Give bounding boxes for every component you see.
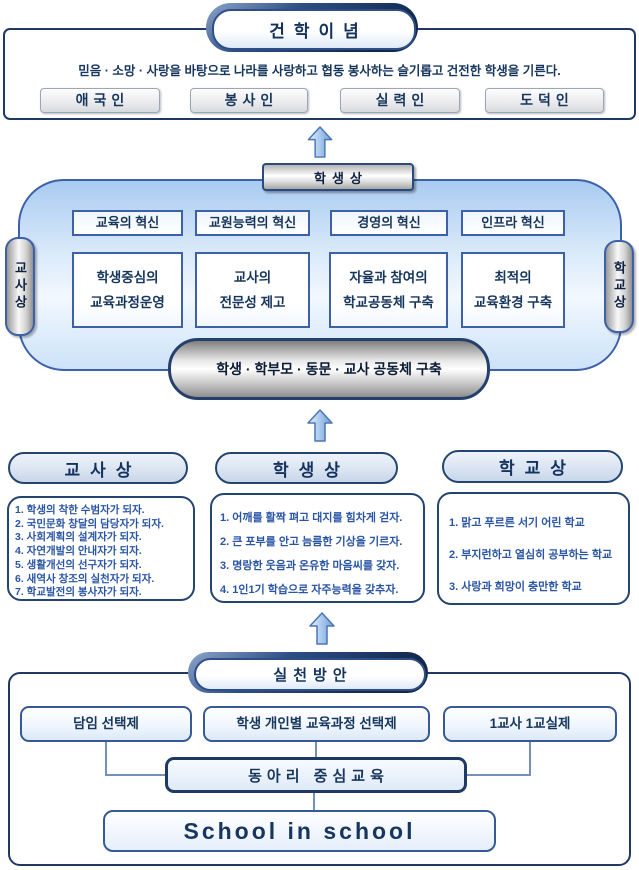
list-item: 3. 사회계획의 설계자가 되자. [15, 531, 142, 544]
club-centered-education-box: 동아리 중심교육 [165, 757, 467, 793]
connector-line [529, 742, 531, 776]
innovation-body-infra-line2: 교육환경 구축 [473, 295, 553, 310]
action-plan-title: 실천방안 [273, 667, 353, 684]
list-item: 6. 새역사 창조의 실천자가 되자. [15, 572, 155, 585]
founding-motto: 믿음 · 소망 · 사랑을 바탕으로 나라를 사랑하고 협동 봉사하는 슬기롭고… [78, 64, 561, 78]
panel-right-label-school-ideal: 학교상 [604, 240, 634, 333]
innovation-body-infra-line1: 최적의 [494, 270, 532, 285]
innovation-body-management: 자율과 참여의 학교공동체 구축 [329, 252, 448, 328]
innovation-body-infra: 최적의 교육환경 구축 [461, 252, 565, 328]
innovation-header-infra: 인프라 혁신 [461, 210, 565, 236]
up-arrow-icon [305, 612, 339, 646]
connector-line [105, 774, 167, 776]
list-item: 5. 생활개선의 선구자가 되자. [15, 558, 142, 571]
list-item: 3. 명랑한 웃음과 온유한 마음씨를 갖자. [220, 560, 400, 572]
up-arrow-icon [303, 126, 337, 159]
list-item: 4. 1인1기 학습으로 자주능력을 갖추자. [220, 584, 399, 596]
list-item: 1. 학생의 착한 수범자가 되자. [15, 504, 145, 516]
student-ideal-list: 1. 어깨를 활짝 펴고 대지를 힘차게 걷자. 2. 큰 포부를 안고 늠름한… [210, 493, 425, 603]
person-box-competent: 실력인 [340, 88, 460, 113]
connector-line [315, 742, 317, 758]
list-item: 1. 어깨를 활짝 펴고 대지를 힘차게 걷자. [220, 512, 403, 524]
list-item: 2. 큰 포부를 안고 늠름한 기상을 기르자. [220, 536, 403, 548]
person-box-volunteer: 봉사인 [190, 88, 308, 113]
innovation-body-education: 학생중심의 교육과정운영 [72, 252, 183, 328]
list-item: 7. 학교발전의 봉사자가 되자. [15, 586, 142, 599]
list-item: 4. 자연개발의 안내자가 되자. [15, 545, 142, 558]
teacher-ideal-list: 1. 학생의 착한 수범자가 되자. 2. 국민문화 창달의 담당자가 되자. … [7, 496, 195, 601]
innovation-body-education-line1: 학생중심의 [96, 270, 159, 285]
innovation-header-teacher-ability: 교원능력의 혁신 [195, 210, 310, 236]
innovation-header-education: 교육의 혁신 [72, 210, 183, 236]
person-box-moral: 도덕인 [485, 88, 604, 113]
founding-principle-capsule: 건학이념 [206, 3, 418, 52]
option-individual-curriculum: 학생 개인별 교육과정 선택제 [203, 706, 430, 742]
student-ideal-title: 학생상 [215, 452, 398, 484]
list-item: 2. 국민문화 창달의 담당자가 되자. [15, 517, 164, 530]
action-plan-capsule-inner: 실천방안 [194, 658, 426, 691]
connector-line [105, 742, 107, 776]
innovation-body-management-line1: 자율과 참여의 [349, 270, 428, 285]
innovation-body-teacher-ability-line1: 교사의 [233, 270, 272, 285]
connector-line [465, 774, 531, 776]
school-ideal-title: 학교상 [442, 450, 623, 483]
connector-line [313, 792, 315, 811]
list-item: 2. 부지런하고 열심히 공부하는 학교 [449, 549, 613, 561]
teacher-ideal-title: 교사상 [8, 452, 188, 484]
innovation-header-management: 경영의 혁신 [330, 210, 448, 236]
option-homeroom-choice: 담임 선택제 [20, 706, 192, 742]
up-arrow-icon [303, 409, 337, 443]
school-in-school-box: School in school [103, 810, 496, 852]
panel-top-label-student-ideal: 학생상 [262, 163, 414, 191]
school-ideal-list: 1. 맑고 푸르른 서기 어린 학교 2. 부지런하고 열심히 공부하는 학교 … [437, 492, 630, 605]
innovation-body-teacher-ability-line2: 전문성 제고 [219, 295, 286, 310]
innovation-body-teacher-ability: 교사의 전문성 제고 [195, 252, 310, 328]
list-item: 3. 사랑과 희망이 충만한 학교 [449, 581, 582, 593]
list-item: 1. 맑고 푸르른 서기 어린 학교 [449, 517, 585, 529]
action-plan-capsule: 실천방안 [188, 652, 428, 693]
innovation-body-management-line2: 학교공동체 구축 [343, 295, 434, 310]
community-banner: 학생 · 학부모 · 동문 · 교사 공동체 구축 [168, 338, 490, 400]
founding-principle-title: 건학이념 [269, 22, 368, 41]
person-box-patriot: 애국인 [40, 88, 160, 113]
innovation-body-education-line2: 교육과정운영 [90, 295, 165, 310]
founding-principle-capsule-inner: 건학이념 [212, 9, 416, 50]
option-one-teacher-one-classroom: 1교사 1교실제 [443, 706, 617, 742]
panel-left-label-teacher-ideal: 교사상 [5, 237, 35, 336]
